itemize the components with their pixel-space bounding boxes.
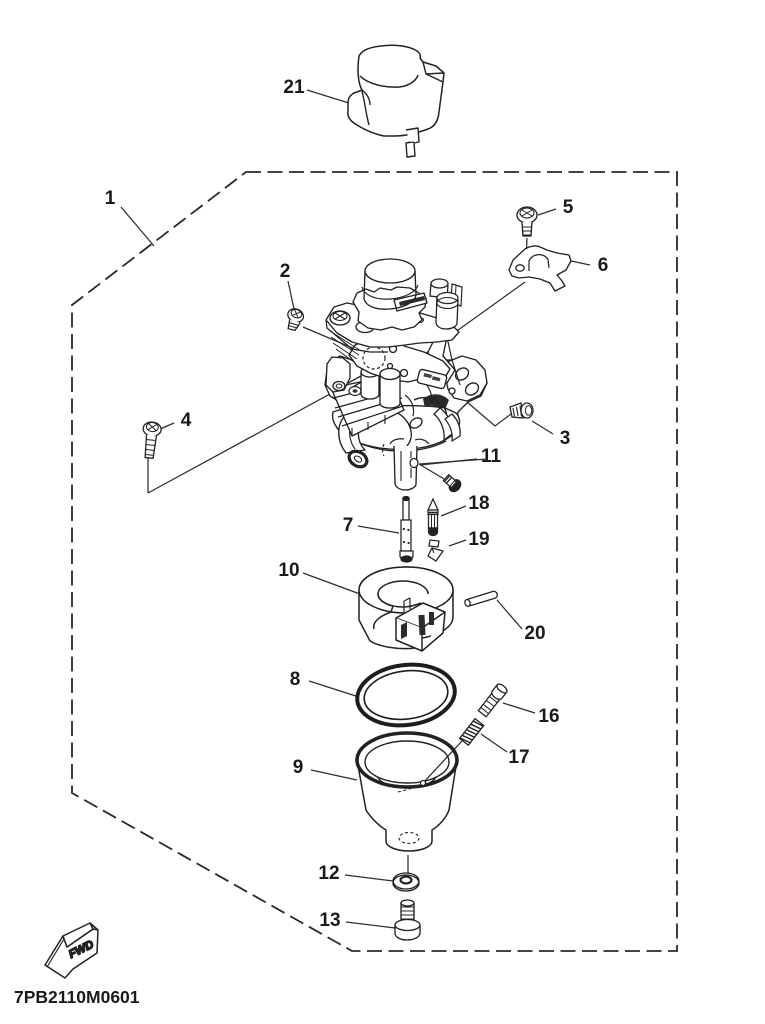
svg-text:3: 3 [560, 428, 571, 449]
svg-text:21: 21 [283, 77, 305, 98]
svg-text:6: 6 [598, 255, 609, 276]
svg-text:4: 4 [181, 410, 192, 431]
svg-text:17: 17 [508, 747, 529, 768]
svg-text:1: 1 [105, 188, 116, 209]
svg-text:13: 13 [319, 910, 340, 931]
svg-text:9: 9 [293, 757, 304, 778]
svg-text:7: 7 [343, 515, 354, 536]
svg-text:7PB2110M0601: 7PB2110M0601 [14, 987, 140, 1007]
svg-text:5: 5 [563, 197, 574, 218]
svg-text:8: 8 [290, 669, 301, 690]
svg-text:19: 19 [468, 529, 489, 550]
svg-text:18: 18 [468, 493, 489, 514]
svg-text:10: 10 [278, 560, 299, 581]
svg-text:20: 20 [524, 623, 545, 644]
svg-text:2: 2 [280, 261, 291, 282]
svg-text:11: 11 [481, 446, 502, 467]
svg-text:12: 12 [318, 863, 339, 884]
svg-text:16: 16 [538, 706, 559, 727]
